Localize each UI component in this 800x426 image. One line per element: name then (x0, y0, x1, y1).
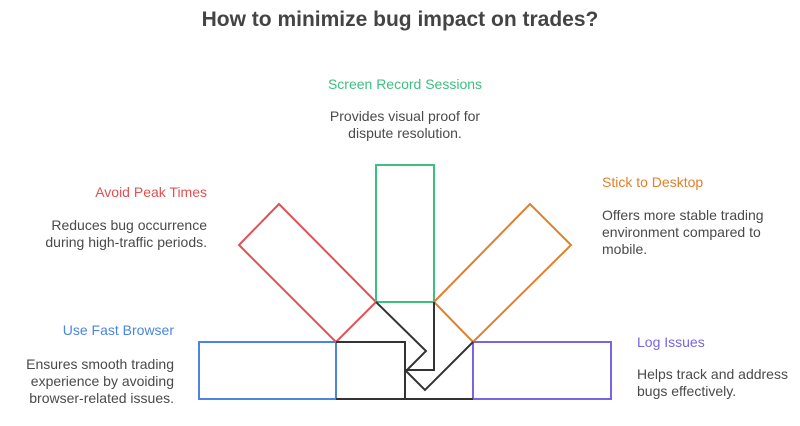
desc-line: browser-related issues. (29, 390, 174, 406)
screen-record-desc: Provides visual proof for dispute resolu… (305, 108, 505, 142)
stick-desktop-desc: Offers more stable trading environment c… (602, 207, 797, 258)
avoid-peak-block (237, 202, 378, 344)
fast-browser-block (198, 341, 337, 400)
hub-connectors (336, 301, 474, 400)
desc-line: bugs effectively. (637, 383, 737, 399)
avoid-peak-desc: Reduces bug occurrence during high-traff… (7, 217, 207, 251)
desc-line: Ensures smooth trading (26, 356, 174, 372)
desc-line: Provides visual proof for (329, 108, 481, 124)
fast-browser-title: Use Fast Browser (62, 322, 174, 338)
stick-desktop-title: Stick to Desktop (602, 174, 704, 190)
desc-line: Offers more stable trading (602, 207, 764, 223)
screen-record-title: Screen Record Sessions (327, 76, 483, 92)
desc-line: mobile. (602, 241, 648, 257)
desc-line: environment compared to (602, 224, 761, 240)
diagram-title: How to minimize bug impact on trades? (201, 8, 599, 31)
log-issues-title: Log Issues (637, 334, 705, 350)
fast-browser-desc: Ensures smooth trading experience by avo… (0, 356, 174, 407)
desc-line: Reduces bug occurrence (51, 217, 207, 233)
desc-line: Helps track and address (637, 366, 788, 382)
desc-line: during high-traffic periods. (45, 234, 207, 250)
avoid-peak-title: Avoid Peak Times (95, 184, 207, 200)
screen-record-block (375, 164, 435, 303)
log-issues-desc: Helps track and address bugs effectively… (637, 366, 797, 400)
desc-line: experience by avoiding (30, 373, 174, 389)
log-issues-block (472, 341, 612, 400)
stick-desktop-block (432, 202, 573, 344)
desc-line: dispute resolution. (348, 125, 462, 141)
